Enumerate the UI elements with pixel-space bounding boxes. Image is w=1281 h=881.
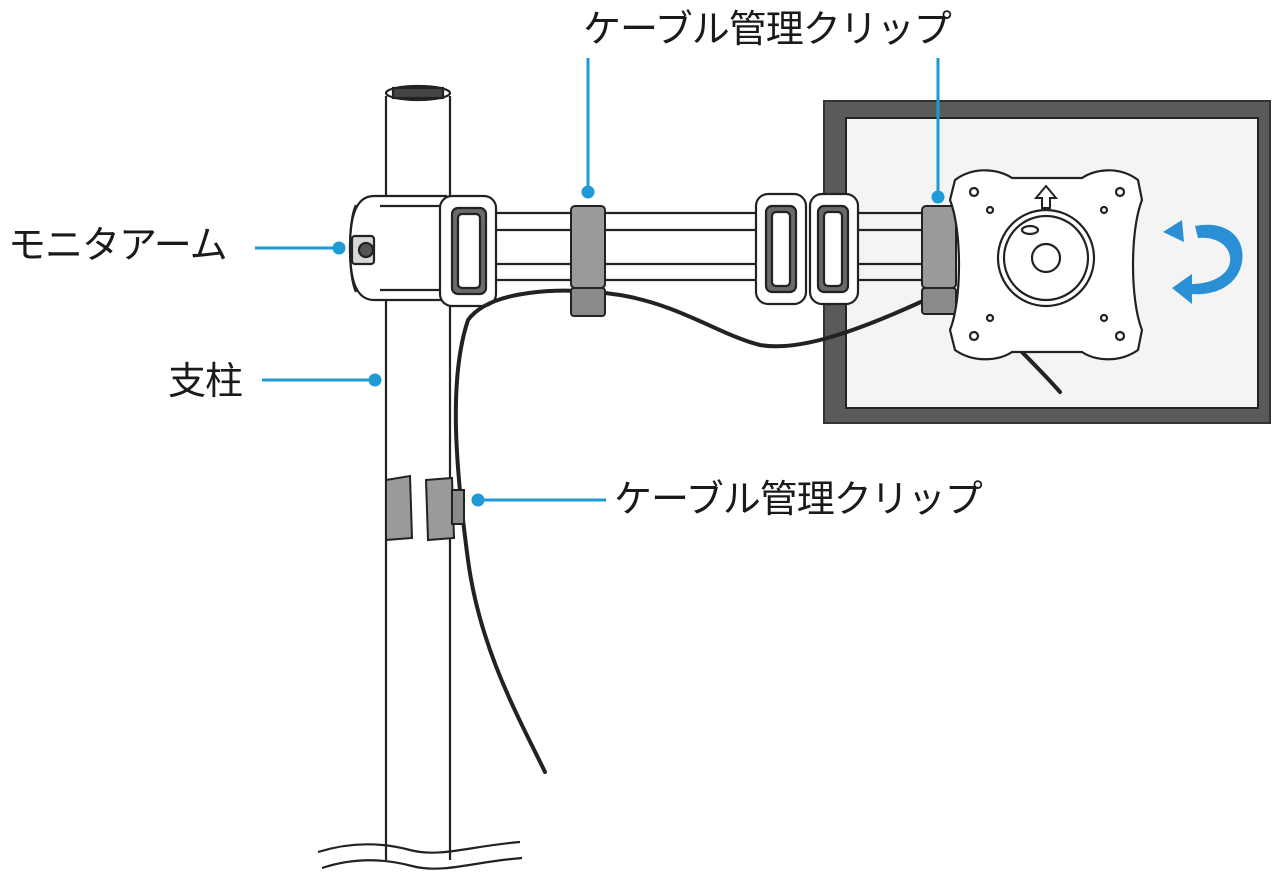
up-arrow-icon [1033, 184, 1059, 209]
leader-lines [255, 58, 945, 507]
arm-clamp [348, 194, 448, 302]
rotate-arrow-icon [1163, 220, 1243, 304]
label-pole: 支柱 [168, 359, 243, 403]
label-cable-clip-top: ケーブル管理クリップ [583, 7, 952, 51]
label-monitor-arm: モニタアーム [8, 223, 228, 267]
cable-clips-pole [385, 474, 465, 542]
vesa-plate [948, 169, 1144, 361]
arm-joint-2 [754, 192, 860, 306]
desk-base [317, 840, 523, 870]
arm-joint-1 [438, 194, 498, 308]
label-cable-clip-bottom: ケーブル管理クリップ [614, 477, 983, 521]
cable-clip-vesa [921, 205, 957, 315]
cable-clip-arm [570, 205, 606, 317]
